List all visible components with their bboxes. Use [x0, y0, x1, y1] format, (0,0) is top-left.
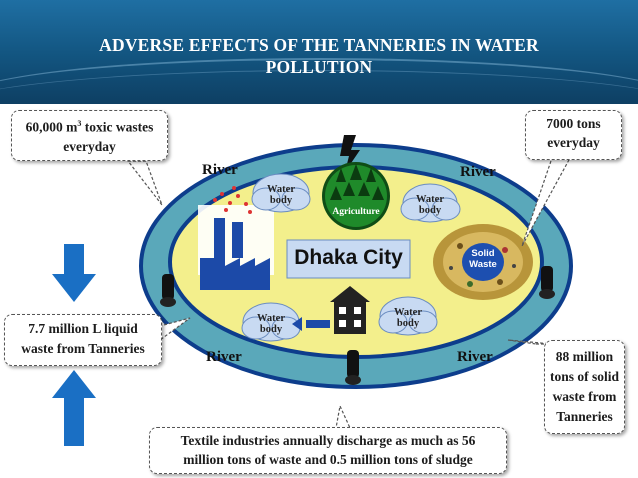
- factory-icon: [198, 186, 274, 290]
- callout-pointer: [521, 157, 572, 247]
- callout-solid-line1: 88 million: [555, 349, 614, 364]
- callout-tons-line2: everyday: [547, 135, 600, 150]
- callout-solid-line3: waste from: [552, 389, 617, 404]
- callout-liquid-line1: 7.7 million L liquid: [28, 321, 138, 336]
- water-body-label-line2: body: [259, 324, 283, 335]
- banner-wave: [0, 70, 638, 104]
- callout-pointer: [335, 404, 351, 429]
- water-body-label-line1: Water: [416, 194, 444, 205]
- drain-pipe-left: [160, 274, 176, 307]
- river-label: River: [457, 349, 493, 365]
- callout-toxic-post: toxic wastes: [81, 119, 154, 135]
- water-body-label-line2: body: [418, 205, 442, 216]
- callout-textile-line2: million tons of waste and 0.5 million to…: [183, 452, 473, 467]
- discharge-arrow-icon: [292, 317, 330, 331]
- water-body-label-line1: Water: [394, 307, 422, 318]
- solid-waste-label-line2: Waste: [469, 259, 497, 270]
- river-label: River: [202, 162, 238, 178]
- callout-liquid-line2: waste from Tanneries: [21, 341, 145, 356]
- water-body-label-line2: body: [396, 318, 420, 329]
- callout-tons-everyday: 7000 tons everyday: [525, 110, 622, 160]
- arrow-up-icon: [52, 370, 96, 446]
- city-label: Dhaka City: [294, 246, 403, 269]
- water-body-cloud: [378, 296, 438, 336]
- callout-toxic-line1: 60,000 m3 toxic wastes: [12, 114, 167, 137]
- banner-wave: [0, 58, 638, 104]
- callout-solid-waste: 88 million tons of solid waste from Tann…: [544, 340, 625, 434]
- water-body-cloud: [400, 183, 461, 223]
- solid-waste-pile: [433, 224, 533, 300]
- callout-textile-line1: Textile industries annually discharge as…: [180, 433, 476, 448]
- water-body-label: Water body: [248, 313, 294, 335]
- callout-pointer: [126, 160, 163, 206]
- solid-waste-label-line1: Solid: [471, 248, 495, 259]
- callout-toxic-pre: 60,000 m: [25, 119, 78, 135]
- lightning-icon: [340, 135, 360, 172]
- water-body-label-line1: Water: [267, 184, 295, 195]
- water-body-label: Water body: [258, 184, 304, 206]
- callout-liquid-waste: 7.7 million L liquid waste from Tannerie…: [4, 314, 162, 366]
- arrow-down-icon: [52, 244, 96, 302]
- callout-solid-line2: tons of solid: [549, 369, 620, 384]
- callout-tons-line1: 7000 tons: [546, 116, 601, 131]
- river-label: River: [206, 349, 242, 365]
- slide-title: ADVERSE EFFECTS OF THE TANNERIES IN WATE…: [20, 34, 618, 78]
- callout-solid-line4: Tanneries: [556, 409, 613, 424]
- callout-toxic-wastes: 60,000 m3 toxic wastes everyday: [11, 110, 168, 161]
- callout-toxic-sup: 3: [77, 119, 82, 128]
- water-body-label: Water body: [385, 307, 431, 329]
- city-label-box: [286, 239, 411, 279]
- river-label: River: [460, 164, 496, 180]
- slide-title-line2: POLLUTION: [265, 57, 373, 77]
- water-body-label: Water body: [407, 194, 453, 216]
- solid-waste-label: Solid Waste: [466, 248, 500, 270]
- title-banner: ADVERSE EFFECTS OF THE TANNERIES IN WATE…: [0, 0, 638, 104]
- agriculture-icon: [322, 162, 390, 230]
- water-body-label-line1: Water: [257, 313, 285, 324]
- water-body-label-line2: body: [269, 195, 293, 206]
- drain-pipe-right: [539, 266, 555, 299]
- agriculture-label: Agriculture: [332, 207, 380, 217]
- callout-toxic-line2: everyday: [63, 138, 116, 154]
- slide-title-line1: ADVERSE EFFECTS OF THE TANNERIES IN WATE…: [99, 35, 539, 55]
- drain-pipe-bottom: [345, 350, 361, 385]
- pollution-diagram: [52, 135, 573, 446]
- callout-textile-industries: Textile industries annually discharge as…: [149, 427, 507, 474]
- house-icon: [330, 286, 370, 334]
- water-body-cloud: [251, 173, 311, 213]
- water-body-cloud: [241, 302, 301, 342]
